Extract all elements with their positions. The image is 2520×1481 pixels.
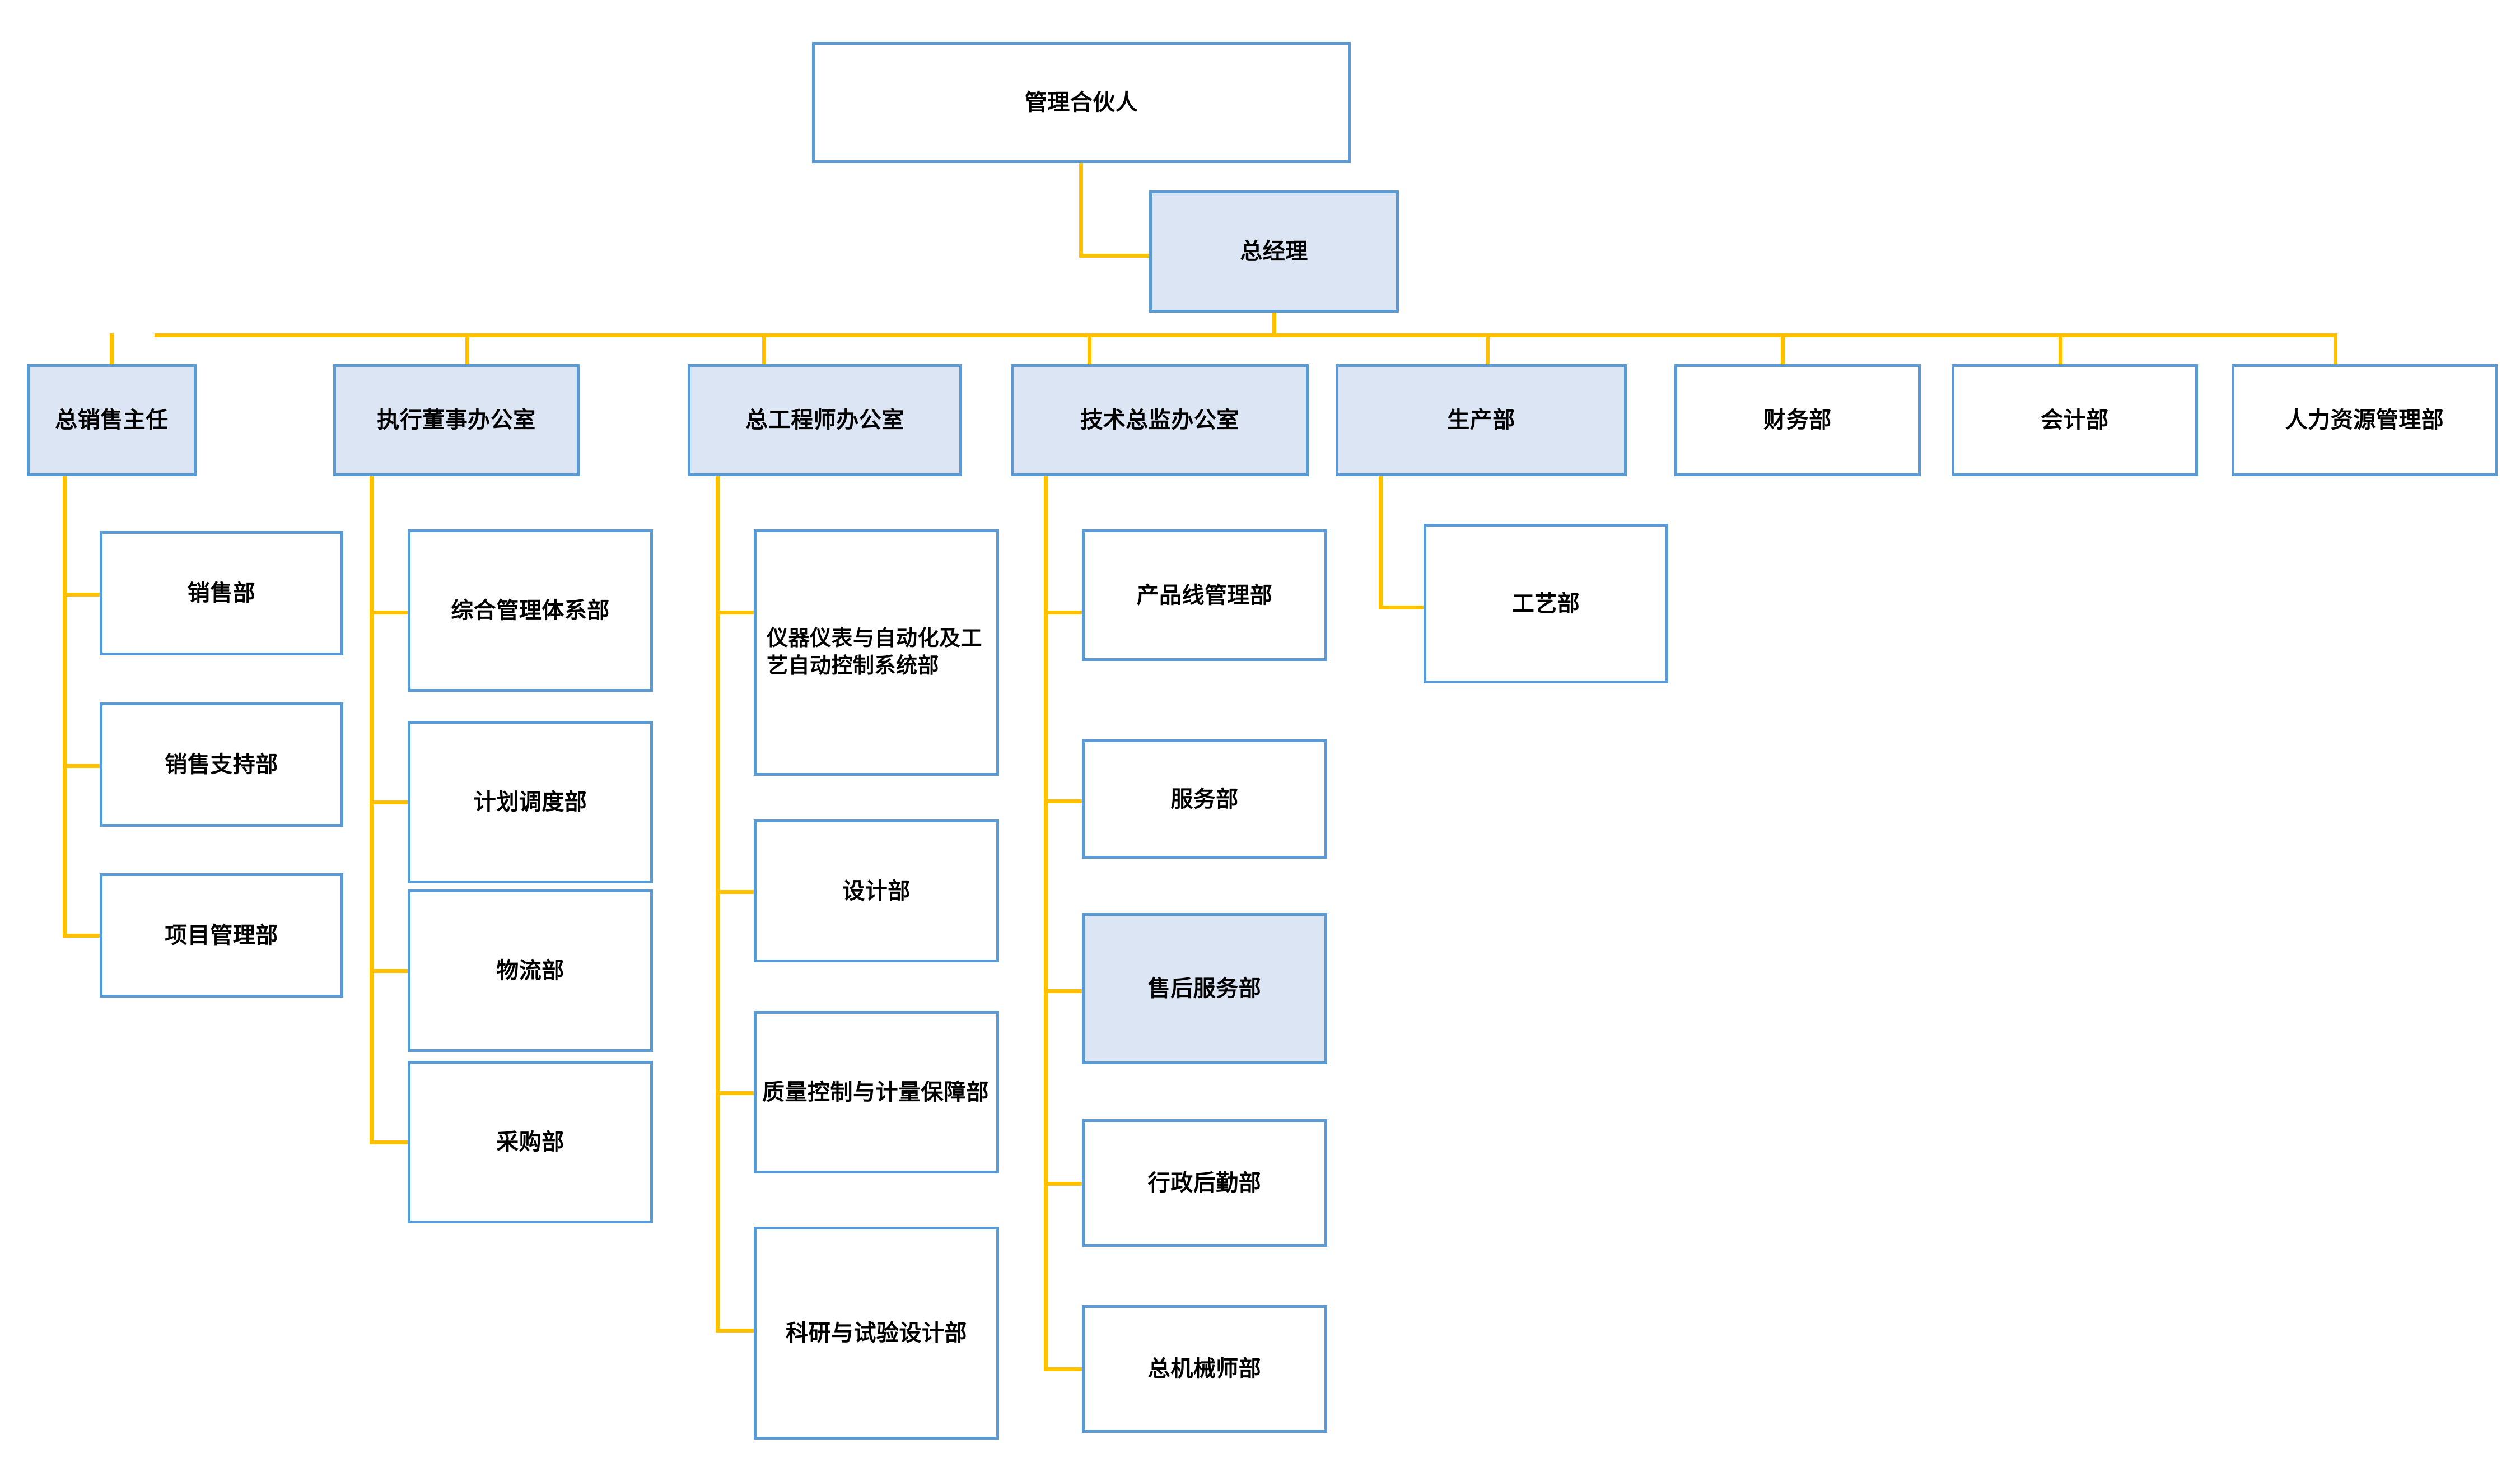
node-division-human-resources[interactable]: 人力资源管理部 [2232, 364, 2498, 476]
connector-drop-division-7 [2059, 333, 2062, 364]
node-label: 计划调度部 [473, 790, 587, 814]
node-division-executive-director-office[interactable]: 执行董事办公室 [333, 364, 580, 476]
connector-cto-branch-2 [1044, 799, 1083, 803]
connector-cto-branch-1 [1044, 611, 1083, 614]
node-label: 综合管理体系部 [451, 598, 610, 623]
connector-exec-branch-1 [370, 611, 409, 614]
connector-ce-branch-3 [716, 1091, 755, 1095]
connector-ce-branch-4 [716, 1329, 755, 1333]
node-label: 管理合伙人 [1024, 90, 1138, 115]
node-label: 质量控制与计量保障部 [762, 1080, 989, 1105]
node-division-cto-office[interactable]: 技术总监办公室 [1011, 364, 1309, 476]
node-label: 总工程师办公室 [745, 408, 904, 432]
connector-exec-branch-2 [370, 800, 409, 804]
connector-production-spine [1379, 475, 1383, 609]
node-design-department[interactable]: 设计部 [754, 819, 999, 962]
connector-drop-division-6 [1781, 333, 1785, 364]
node-label: 总销售主任 [55, 408, 169, 432]
node-label: 销售部 [187, 581, 256, 606]
node-sales-department[interactable]: 销售部 [100, 531, 343, 655]
node-label: 采购部 [496, 1130, 564, 1154]
node-label: 工艺部 [1511, 591, 1580, 616]
node-label: 生产部 [1447, 408, 1515, 432]
connector-ce-branch-1 [716, 611, 755, 614]
connector-drop-division-3 [762, 333, 766, 364]
node-label: 售后服务部 [1147, 976, 1262, 1001]
node-label: 技术总监办公室 [1080, 408, 1239, 432]
connector-drop-division-5 [1486, 333, 1490, 364]
node-label: 项目管理部 [165, 923, 278, 948]
connector-division-bus [155, 333, 2336, 337]
connector-drop-division-1 [110, 333, 114, 364]
node-chief-mechanic-department[interactable]: 总机械师部 [1082, 1305, 1327, 1433]
connector-cto-spine [1044, 475, 1048, 1370]
node-label: 会计部 [2041, 408, 2109, 432]
connector-ce-branch-2 [716, 890, 755, 894]
connector-drop-division-2 [465, 333, 469, 364]
connector-production-branch-1 [1379, 606, 1424, 609]
connector-exec-branch-4 [370, 1140, 409, 1144]
connector-cto-branch-3 [1044, 989, 1083, 993]
node-managing-partner[interactable]: 管理合伙人 [812, 42, 1351, 163]
node-label: 人力资源管理部 [2285, 408, 2444, 432]
connector-cto-branch-5 [1044, 1367, 1083, 1371]
node-planning-scheduling-department[interactable]: 计划调度部 [408, 721, 653, 883]
connector-sales-branch-3 [63, 934, 102, 938]
node-label: 销售支持部 [165, 752, 278, 777]
connector-ce-spine [716, 475, 720, 1332]
connector-cto-branch-4 [1044, 1182, 1083, 1186]
node-research-experimental-design-department[interactable]: 科研与试验设计部 [754, 1227, 999, 1440]
connector-drop-division-8 [2334, 333, 2337, 364]
node-general-manager[interactable]: 总经理 [1149, 190, 1399, 313]
node-label: 物流部 [496, 958, 564, 983]
node-label: 产品线管理部 [1136, 583, 1273, 608]
connector-gm-down [1272, 313, 1276, 337]
node-label: 总经理 [1240, 239, 1308, 264]
node-after-sales-service-department[interactable]: 售后服务部 [1082, 913, 1327, 1064]
node-division-chief-engineer-office[interactable]: 总工程师办公室 [688, 364, 962, 476]
node-sales-support-department[interactable]: 销售支持部 [100, 702, 343, 827]
node-integrated-management-system-department[interactable]: 综合管理体系部 [408, 529, 653, 692]
node-quality-control-metrology-department[interactable]: 质量控制与计量保障部 [754, 1011, 999, 1173]
node-label: 仪器仪表与自动化及工艺自动控制系统部 [767, 626, 983, 678]
connector-exec-spine [370, 475, 374, 1144]
connector-sales-branch-1 [63, 593, 102, 597]
node-division-accounting[interactable]: 会计部 [1952, 364, 2198, 476]
node-logistics-department[interactable]: 物流部 [408, 889, 653, 1052]
node-label: 科研与试验设计部 [786, 1321, 967, 1345]
connector-exec-branch-3 [370, 969, 409, 973]
connector-sales-branch-2 [63, 764, 102, 768]
connector-sales-spine [63, 475, 67, 938]
node-division-production[interactable]: 生产部 [1336, 364, 1627, 476]
node-label: 行政后勤部 [1147, 1171, 1262, 1195]
connector-root-to-gm [1079, 254, 1151, 258]
node-service-department[interactable]: 服务部 [1082, 739, 1327, 859]
node-label: 设计部 [842, 878, 911, 903]
node-division-chief-sales-officer[interactable]: 总销售主任 [27, 364, 197, 476]
node-project-management-department[interactable]: 项目管理部 [100, 873, 343, 998]
node-label: 执行董事办公室 [377, 408, 536, 432]
node-instrumentation-automation-department[interactable]: 仪器仪表与自动化及工艺自动控制系统部 [754, 529, 999, 776]
node-division-finance[interactable]: 财务部 [1674, 364, 1921, 476]
connector-root-down [1079, 162, 1083, 258]
node-product-line-management-department[interactable]: 产品线管理部 [1082, 529, 1327, 661]
node-process-technology-department[interactable]: 工艺部 [1424, 524, 1668, 683]
node-label: 财务部 [1763, 408, 1832, 432]
node-procurement-department[interactable]: 采购部 [408, 1061, 653, 1223]
node-administration-logistics-department[interactable]: 行政后勤部 [1082, 1119, 1327, 1247]
connector-drop-division-4 [1088, 333, 1091, 364]
node-label: 服务部 [1170, 786, 1239, 812]
node-label: 总机械师部 [1147, 1357, 1262, 1381]
